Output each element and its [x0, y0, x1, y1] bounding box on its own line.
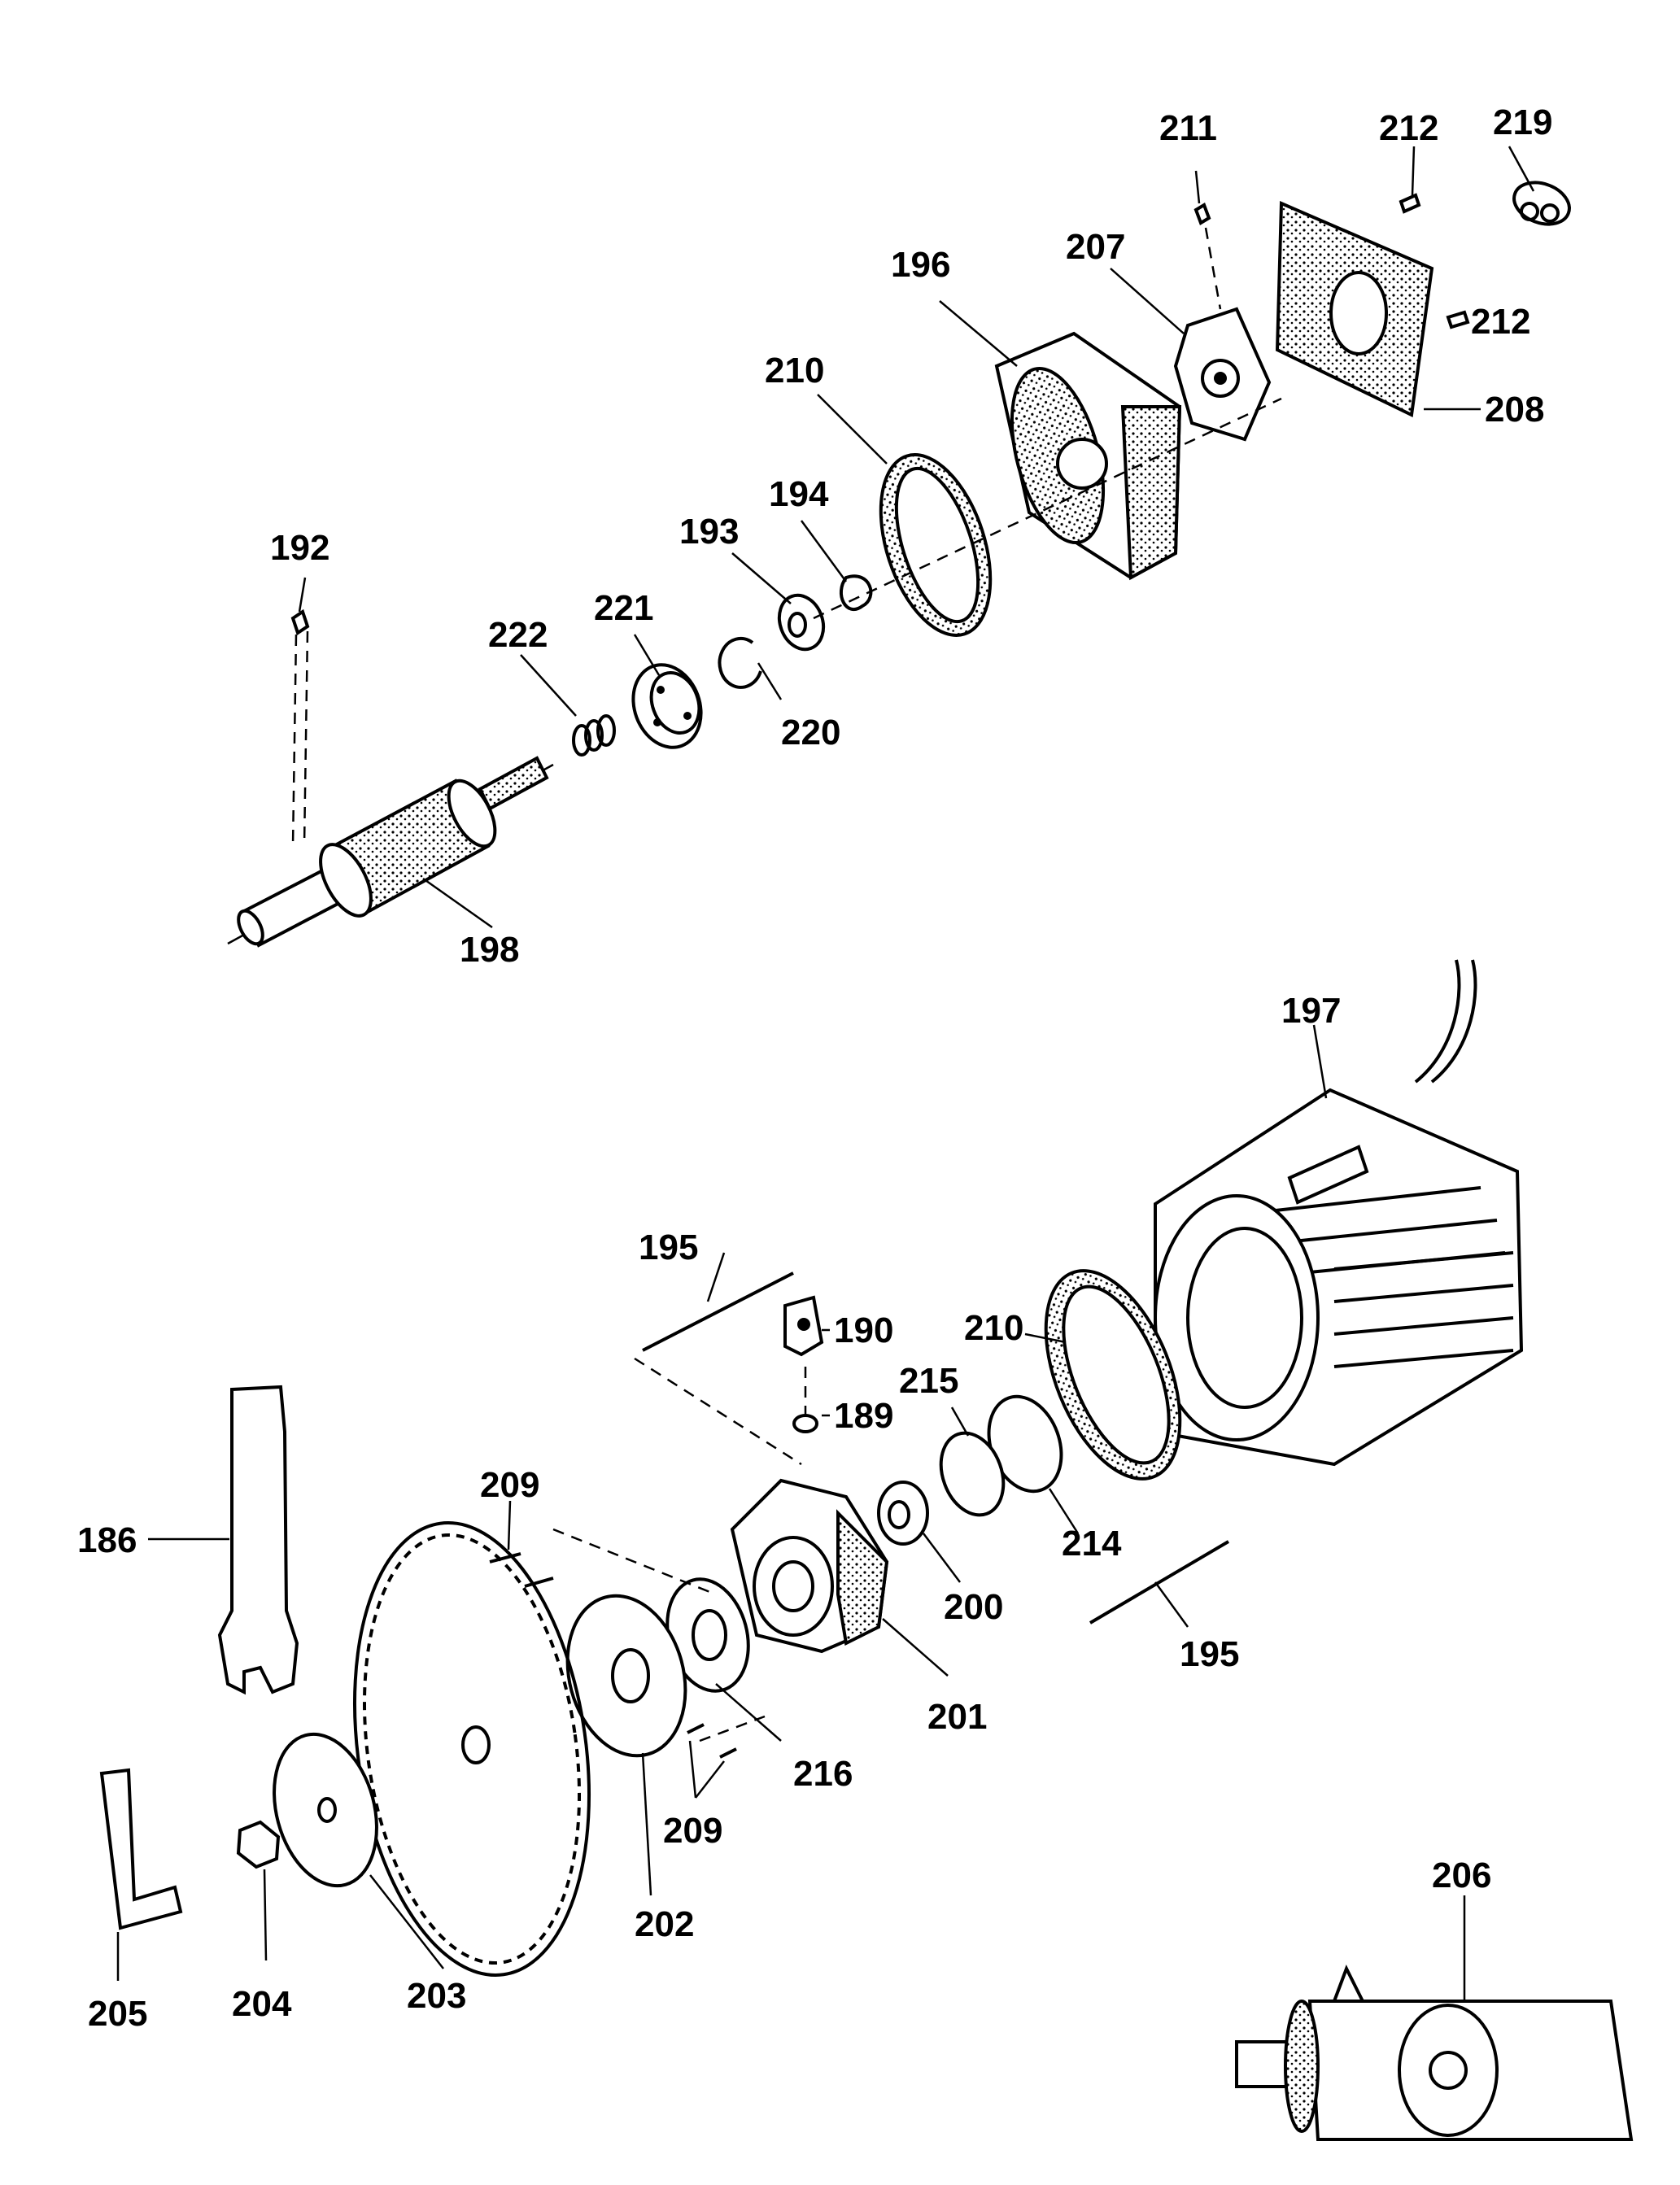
label-202: 202: [635, 1904, 694, 1944]
label-204: 204: [232, 1984, 292, 2024]
part-220-circlip: [718, 636, 762, 689]
part-208-cover: [1275, 200, 1434, 417]
part-192-key: [290, 608, 310, 847]
part-207-fan: [1173, 307, 1272, 442]
part-190-eyebolt: [783, 1295, 824, 1357]
label-198: 198: [460, 930, 519, 970]
part-212-screw-side: [1446, 310, 1470, 329]
part-209-screw-b: [524, 1577, 554, 1588]
part-209-screw-a: [489, 1552, 521, 1564]
part-209-screw-d: [719, 1747, 737, 1759]
leader-lines: [116, 146, 1535, 2001]
part-205-hexkey: [99, 1768, 183, 1930]
label-195-upper: 195: [639, 1228, 698, 1267]
label-222: 222: [488, 615, 548, 655]
part-204-nut: [236, 1820, 281, 1869]
label-189: 189: [834, 1396, 893, 1436]
part-186-wrench: [217, 1385, 299, 1695]
label-214: 214: [1062, 1524, 1122, 1564]
label-196: 196: [891, 245, 950, 285]
part-189-nut: [792, 1367, 818, 1433]
part-198-armature: [227, 756, 554, 948]
part-200-bearing: [877, 1481, 929, 1546]
label-197: 197: [1281, 991, 1341, 1031]
label-205: 205: [88, 1994, 147, 2034]
label-201: 201: [927, 1697, 987, 1737]
part-222-spring: [572, 714, 616, 757]
label-194: 194: [769, 474, 829, 514]
label-208: 208: [1485, 390, 1544, 430]
label-200: 200: [944, 1587, 1003, 1627]
label-210-upper: 210: [765, 351, 824, 390]
label-209-top: 209: [480, 1465, 539, 1505]
label-219: 219: [1493, 102, 1552, 142]
label-212-top: 212: [1379, 108, 1438, 148]
label-210-lower: 210: [964, 1308, 1023, 1348]
part-labels: 192 222 221 193 194 220 210 196 207 211 …: [77, 102, 1552, 2034]
label-221: 221: [594, 588, 653, 628]
part-194-washer: [839, 574, 873, 612]
part-203-outer-flange: [273, 1732, 378, 1888]
part-212-screw-top: [1399, 193, 1421, 214]
label-220: 220: [781, 713, 840, 752]
label-212-side: 212: [1471, 302, 1530, 342]
part-209-screw-c: [687, 1723, 705, 1734]
part-215-plate: [939, 1431, 1006, 1517]
part-195-rod-upper: [642, 1271, 794, 1352]
label-186: 186: [77, 1520, 137, 1560]
label-207: 207: [1066, 227, 1125, 267]
part-197-motor: [1154, 959, 1524, 1467]
part-206-assembly: [1235, 1965, 1634, 2141]
part-193-bearing: [777, 593, 826, 652]
label-195-lower: 195: [1180, 1634, 1239, 1674]
part-219-clip: [1512, 181, 1571, 226]
part-221-cap: [631, 663, 703, 749]
saw-blade: [352, 1521, 591, 1977]
label-215: 215: [899, 1361, 958, 1401]
part-202-inner-flange: [565, 1594, 687, 1758]
label-203: 203: [407, 1976, 466, 2016]
label-211: 211: [1159, 108, 1217, 148]
part-196-housing: [994, 331, 1182, 581]
label-192: 192: [270, 528, 329, 568]
label-190: 190: [834, 1311, 893, 1350]
label-216: 216: [793, 1754, 853, 1794]
label-193: 193: [679, 512, 739, 552]
part-216-flange: [665, 1577, 750, 1693]
label-206: 206: [1432, 1856, 1491, 1895]
label-209-bottom: 209: [663, 1811, 722, 1851]
part-201-front-housing: [730, 1478, 889, 1654]
part-211-screw: [1193, 203, 1222, 310]
part-195-rod-lower: [1089, 1540, 1230, 1625]
